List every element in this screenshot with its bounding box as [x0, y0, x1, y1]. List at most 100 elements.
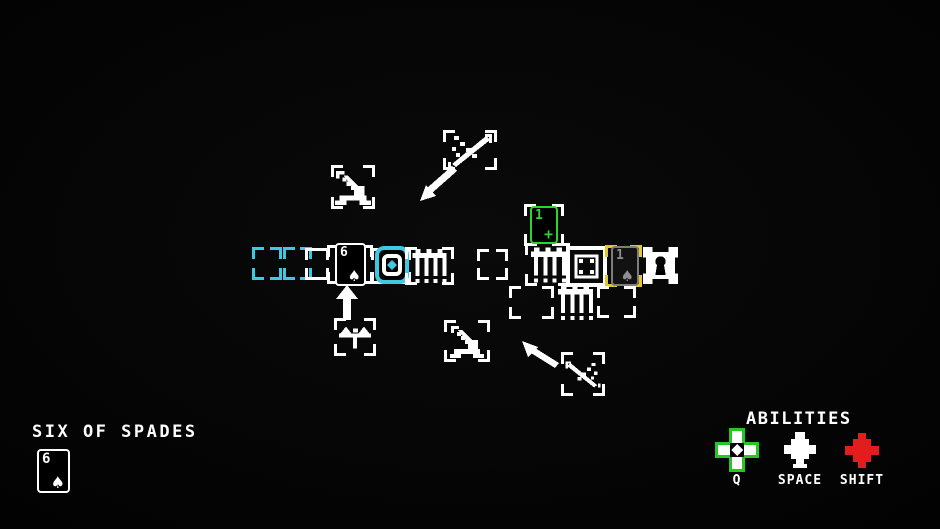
bracket-corner	[405, 247, 417, 259]
green-cross-heal-icon[interactable]	[714, 427, 760, 473]
path-bracket[interactable]	[509, 286, 554, 319]
bracket-corner	[552, 204, 564, 216]
gate-tile[interactable]	[530, 246, 567, 284]
player-token[interactable]	[375, 246, 409, 284]
selected-card-title: SIX OF SPADES	[32, 422, 198, 442]
catapult-enemy[interactable]	[334, 169, 372, 207]
enemy-tile-bracket[interactable]	[443, 130, 497, 170]
path-bracket[interactable]	[477, 249, 508, 280]
heal-card-tile[interactable]: 1+	[530, 206, 558, 244]
ability-key-shift: SHIFT	[839, 473, 885, 488]
bracket-corner	[509, 286, 521, 298]
bracket-corner	[485, 130, 497, 142]
room-tile[interactable]	[566, 246, 607, 287]
path-bracket[interactable]	[305, 248, 329, 280]
bracket-corner	[252, 268, 264, 280]
ability-key-space: SPACE	[777, 473, 823, 488]
bracket-corner	[305, 248, 317, 260]
bracket-corner	[444, 320, 456, 332]
crossbow-enemy[interactable]	[446, 132, 494, 168]
enemy-tile-bracket[interactable]	[561, 352, 605, 396]
abilities-panel: ABILITIES	[700, 405, 930, 515]
hand-card-rank: 6	[42, 451, 51, 467]
crossbow-enemy[interactable]	[564, 355, 602, 393]
card-suit-icon: +	[543, 225, 553, 243]
bracket-corner	[252, 247, 264, 259]
card-rank: 1	[616, 248, 624, 263]
bracket-corner	[331, 165, 343, 177]
card-suit-icon: ♠	[347, 267, 361, 285]
bracket-corner	[542, 286, 554, 298]
one-of-spades-tile[interactable]: 1♠	[611, 246, 639, 286]
spade-suit-icon: ♠	[50, 473, 65, 492]
move-target-bracket[interactable]	[252, 247, 282, 280]
red-diamond-icon[interactable]	[842, 433, 882, 471]
enemy-tile-bracket[interactable]	[331, 165, 375, 209]
bracket-corner	[283, 268, 295, 280]
trap-enemy[interactable]	[337, 321, 373, 354]
bracket-corner	[593, 384, 605, 396]
bracket-corner	[364, 344, 376, 356]
bracket-corner	[485, 158, 497, 170]
bracket-corner	[525, 274, 537, 286]
abilities-title: ABILITIES	[746, 409, 852, 429]
card-rank: 6	[340, 245, 348, 260]
shot-arrow	[522, 341, 560, 369]
bracket-corner	[270, 268, 282, 280]
bracket-corner	[624, 306, 636, 318]
bracket-corner	[334, 318, 346, 330]
shot-arrow	[419, 164, 459, 202]
bracket-corner	[477, 249, 489, 261]
bracket-corner	[605, 275, 617, 287]
bracket-corner	[509, 307, 521, 319]
push-arrow	[335, 285, 360, 320]
bracket-corner	[283, 247, 295, 259]
catapult-enemy[interactable]	[448, 324, 486, 360]
bracket-corner	[405, 273, 417, 285]
bracket-corner	[561, 384, 573, 396]
ladder-tile-bracket[interactable]	[405, 247, 454, 285]
bracket-corner	[561, 352, 573, 364]
bracket-corner	[624, 286, 636, 298]
bracket-corner	[305, 268, 317, 280]
ability-key-q: Q	[732, 473, 742, 488]
lock-tile[interactable]	[643, 245, 678, 286]
bracket-corner	[593, 352, 605, 364]
enemy-tile-bracket[interactable]	[444, 320, 490, 362]
bracket-corner	[331, 197, 343, 209]
bracket-corner	[478, 320, 490, 332]
card-tile-bracket[interactable]	[524, 204, 564, 246]
gate-tile[interactable]	[557, 284, 594, 321]
bracket-corner	[363, 197, 375, 209]
white-club-icon[interactable]	[780, 432, 820, 470]
bracket-corner	[478, 350, 490, 362]
bracket-corner	[327, 245, 339, 257]
bracket-corner	[552, 234, 564, 246]
bracket-corner	[524, 234, 536, 246]
gate-tile[interactable]	[411, 248, 448, 284]
bracket-corner	[334, 344, 346, 356]
bracket-corner	[364, 318, 376, 330]
enemy-tile-bracket[interactable]	[334, 318, 376, 356]
bracket-corner	[327, 272, 339, 284]
six-of-spades-tile[interactable]: 6♠	[335, 243, 366, 286]
bracket-corner	[496, 268, 508, 280]
bracket-corner	[443, 130, 455, 142]
bracket-corner	[371, 272, 383, 284]
bracket-corner	[477, 268, 489, 280]
bracket-corner	[442, 273, 454, 285]
hand-card[interactable]: 6 ♠	[37, 449, 70, 493]
bracket-corner	[542, 307, 554, 319]
hand-panel: SIX OF SPADES 6 ♠	[30, 418, 250, 518]
bracket-corner	[443, 158, 455, 170]
bracket-corner	[597, 286, 609, 298]
card-rank: 1	[535, 208, 543, 223]
bracket-corner	[597, 306, 609, 318]
bracket-corner	[363, 165, 375, 177]
card-suit-icon: ♠	[620, 267, 634, 285]
bracket-corner	[444, 350, 456, 362]
bracket-corner	[524, 204, 536, 216]
bracket-corner	[442, 247, 454, 259]
path-bracket[interactable]	[597, 286, 636, 318]
